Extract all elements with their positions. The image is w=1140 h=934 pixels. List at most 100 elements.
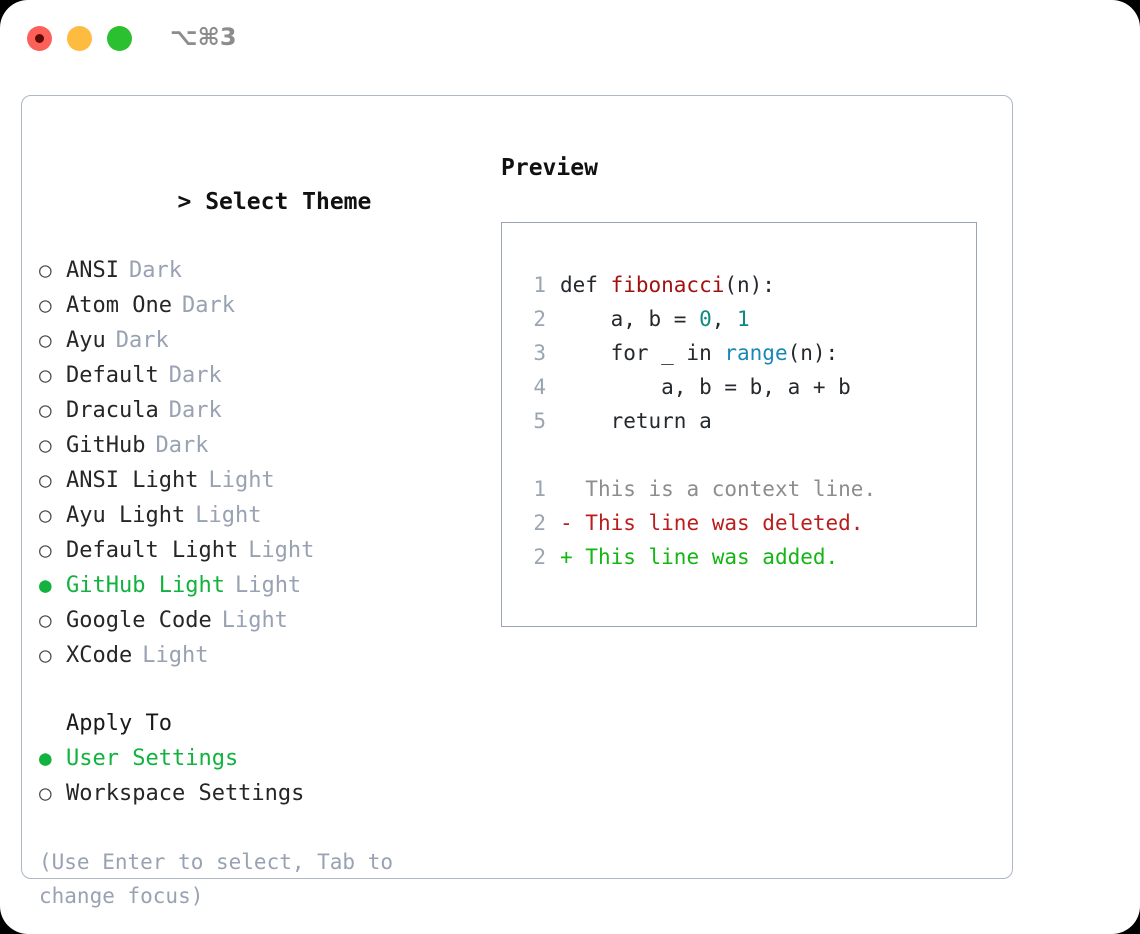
code-line: 3 for _ in range(n): (514, 336, 976, 370)
theme-option-github[interactable]: ○ GitHub Dark (39, 428, 479, 463)
theme-option-xcode[interactable]: ○ XCode Light (39, 638, 479, 673)
radio-selected-icon: ● (39, 573, 52, 597)
theme-option-variant: Light (208, 468, 275, 493)
theme-option-ayu-light[interactable]: ○ Ayu Light Light (39, 498, 479, 533)
minimize-button[interactable] (67, 26, 92, 51)
diff-marker: - (560, 511, 586, 535)
theme-option-default-light[interactable]: ○ Default Light Light (39, 533, 479, 568)
radio-unselected-icon: ○ (39, 468, 52, 492)
code-token-num: 1 (737, 307, 750, 331)
radio-selected-icon: ● (39, 746, 52, 770)
radio-unselected-icon: ○ (39, 538, 52, 562)
radio-unselected-icon: ○ (39, 433, 52, 457)
radio-unselected-icon: ○ (39, 293, 52, 317)
apply-to-option-label: User Settings (66, 746, 239, 771)
code-token-builtin: range (724, 341, 788, 365)
theme-option-variant: Dark (155, 433, 209, 458)
theme-option-variant: Dark (115, 328, 169, 353)
theme-option-variant: Light (234, 573, 302, 598)
keyboard-shortcut-label: ⌥⌘3 (170, 23, 237, 51)
close-button[interactable] (27, 26, 52, 51)
theme-option-label: Google Code (66, 608, 212, 633)
theme-option-variant: Light (221, 608, 288, 633)
code-line-number: 4 (533, 375, 546, 399)
radio-unselected-icon: ○ (39, 608, 52, 632)
code-token-plain: (n): (787, 341, 839, 365)
diff-line-text: This is a context line. (585, 477, 877, 501)
radio-unselected-icon: ○ (39, 781, 52, 805)
apply-to-section: Apply To ● User Settings ○ Workspace Settin… (39, 707, 479, 811)
select-theme-title: Select Theme (205, 189, 372, 215)
theme-option-google-code[interactable]: ○ Google Code Light (39, 603, 479, 638)
theme-option-variant: Dark (128, 258, 182, 283)
preview-heading: Preview (501, 155, 598, 181)
code-line-text: return a (560, 404, 712, 438)
code-line: 2 a, b = 0, 1 (514, 302, 976, 336)
diff-line-text: This line was added. (585, 545, 839, 569)
diff-line-number: 1 (533, 477, 546, 501)
theme-option-label: Default (66, 363, 159, 388)
apply-to-option-workspace-settings[interactable]: ○ Workspace Settings (39, 776, 479, 811)
code-line-number: 2 (533, 307, 546, 331)
code-token-plain: (n): (724, 273, 775, 297)
diff-marker (560, 472, 585, 506)
theme-option-label: Default Light (66, 538, 239, 563)
code-line: 5 return a (514, 404, 976, 438)
maximize-button[interactable] (107, 26, 132, 51)
apply-to-heading: Apply To (66, 711, 172, 736)
diff-line-text: This line was deleted. (585, 511, 864, 535)
code-line: 4 a, b = b, a + b (514, 370, 976, 404)
diff-line-number: 2 (533, 511, 546, 535)
theme-option-label: ANSI (66, 258, 119, 283)
apply-to-option-user-settings[interactable]: ● User Settings (39, 741, 479, 776)
theme-option-variant: Light (248, 538, 315, 563)
prompt-caret-icon: > (177, 189, 192, 215)
theme-option-variant: Dark (168, 398, 222, 423)
theme-option-label: Dracula (66, 398, 159, 423)
code-line-text: def fibonacci(n): (560, 268, 775, 302)
radio-unselected-icon: ○ (39, 503, 52, 527)
code-line-text: for _ in range(n): (560, 336, 839, 370)
code-token-def: def (560, 273, 611, 297)
code-line-text: a, b = b, a + b (560, 370, 851, 404)
code-line-text: a, b = 0, 1 (560, 302, 750, 336)
theme-option-label: ANSI Light (66, 468, 199, 493)
code-token-plain: for _ in (560, 341, 725, 365)
code-token-fn: fibonacci (610, 273, 725, 297)
code-token-plain: a, b = (560, 307, 700, 331)
theme-option-label: Ayu Light (66, 503, 186, 528)
code-line-number: 1 (533, 273, 546, 297)
theme-option-label: GitHub (66, 433, 146, 458)
keyboard-hint-text: (Use Enter to select, Tab to change focu… (39, 850, 394, 908)
preview-spacer (514, 438, 976, 472)
theme-option-label: XCode (66, 643, 133, 668)
theme-option-variant: Light (195, 503, 262, 528)
radio-unselected-icon: ○ (39, 328, 52, 352)
theme-option-ansi-light[interactable]: ○ ANSI Light Light (39, 463, 479, 498)
radio-unselected-icon: ○ (39, 643, 52, 667)
theme-option-variant: Light (142, 643, 209, 668)
code-token-plain: return a (560, 409, 712, 433)
diff-line-add: 2 + This line was added. (514, 540, 976, 574)
diff-marker: + (560, 545, 586, 569)
code-token-plain: a, b = b, a + b (560, 375, 851, 399)
diff-sample: 1 This is a context line. 2- This line wa… (514, 472, 976, 574)
theme-option-label: Ayu (66, 328, 106, 353)
apply-to-option-label: Workspace Settings (66, 781, 305, 806)
diff-line-number: 2 (533, 545, 546, 569)
theme-option-label: Atom One (66, 293, 172, 318)
theme-option-ayu[interactable]: ○ Ayu Dark (39, 323, 479, 358)
code-line-number: 5 (533, 409, 546, 433)
